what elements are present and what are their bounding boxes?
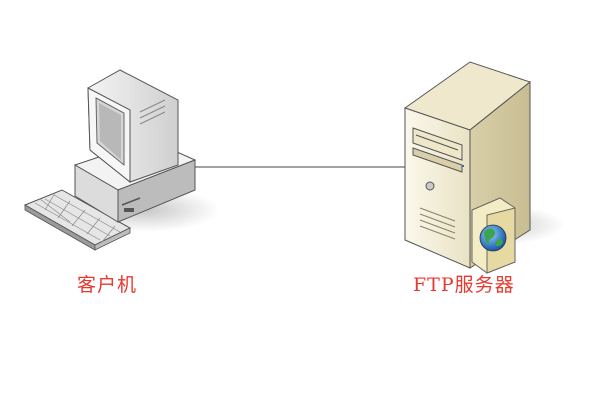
drive-bays <box>412 127 463 173</box>
desktop-computer-icon <box>23 69 220 251</box>
server-tower-icon <box>403 61 565 274</box>
power-button <box>425 181 435 191</box>
monitor-icon <box>87 69 179 184</box>
ftp-server-label: FTP服务器 <box>413 274 515 296</box>
keyboard-icon <box>23 189 132 251</box>
globe-icon <box>479 224 507 252</box>
globe-badge <box>471 197 516 274</box>
client-label: 客户机 <box>77 274 138 296</box>
